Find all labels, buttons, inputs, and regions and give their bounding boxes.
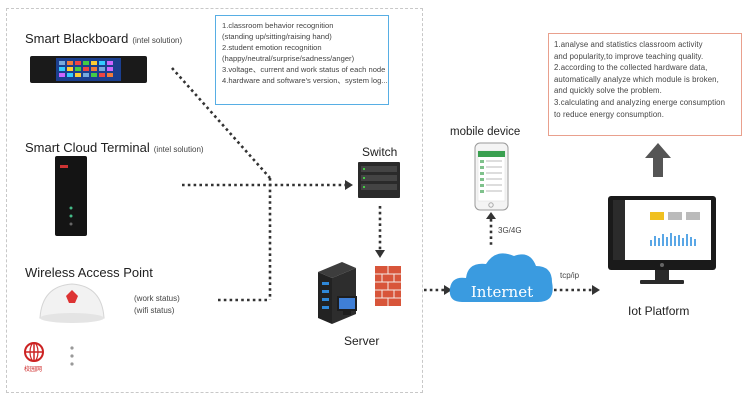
campus-network-text: 校园网 (24, 367, 43, 373)
info-red-line: and quickly solve the problem. (554, 86, 662, 96)
arrow-head-switch (345, 180, 353, 190)
info-blue-line: 2.student emotion recognition (222, 43, 322, 52)
smart-cloud-terminal-icon (55, 156, 87, 236)
recognition-info-box: 1.classroom behavior recognition (standi… (215, 15, 389, 105)
info-blue-line: (happy/neutral/surprise/sadness/anger) (222, 54, 355, 63)
info-red-line: 2.according to the collected hardware da… (554, 63, 708, 73)
connector-blackboard (171, 67, 271, 179)
mobile-link-label: 3G/4G (498, 226, 522, 235)
classroom-devices-frame (6, 8, 423, 393)
info-red-line: automatically analyze which module is br… (554, 74, 719, 84)
arrow-head-platform (592, 285, 600, 295)
info-red-line: 1.analyse and statistics classroom activ… (554, 40, 703, 49)
server-icon (318, 262, 357, 324)
server-label: Server (344, 334, 380, 348)
smart-blackboard-note: (intel solution) (132, 36, 183, 45)
smart-cloud-terminal-label: Smart Cloud Terminal(intel solution) (25, 140, 204, 155)
smart-cloud-terminal-note: (intel solution) (153, 145, 204, 154)
smart-cloud-terminal-title: Smart Cloud Terminal (25, 140, 150, 155)
wap-status-lines: (work status) (wifi status) (134, 293, 180, 317)
smart-blackboard-title: Smart Blackboard (25, 31, 129, 46)
info-blue-line: (standing up/sitting/raising hand) (222, 32, 332, 41)
more-devices-dots (70, 346, 74, 366)
internet-cloud-icon (449, 253, 553, 302)
switch-label: Switch (362, 145, 398, 159)
wireless-access-point-icon (39, 283, 105, 323)
wireless-access-point-label: Wireless Access Point (25, 265, 153, 280)
arrow-head-server (375, 250, 385, 258)
arrow-up-icon (645, 143, 671, 177)
info-blue-line: 1.classroom behavior recognition (222, 21, 334, 30)
mobile-device-label: mobile device (450, 126, 521, 138)
arrow-head-mobile (486, 212, 496, 219)
mobile-device-icon (474, 142, 509, 211)
wap-wifi-status: (wifi status) (134, 306, 175, 315)
info-red-line: to reduce energy consumption. (554, 109, 664, 119)
info-blue-line: 3.voltage、current and work status of eac… (222, 65, 386, 74)
iot-platform-label: Iot Platform (628, 304, 690, 318)
iot-platform-monitor-icon (608, 196, 716, 284)
info-red-line: and popularity,to improve teaching quali… (554, 51, 704, 61)
platform-analysis-info-box: 1.analyse and statistics classroom activ… (548, 33, 742, 136)
info-red-line: 3.calculating and analyzing energe consu… (554, 97, 726, 107)
smart-blackboard-label: Smart Blackboard(intel solution) (25, 31, 182, 46)
info-blue-line: 4.hardware and software's version、system… (222, 76, 388, 85)
campus-network-logo (24, 342, 44, 362)
arrow-head-internet (444, 285, 452, 295)
firewall-icon (375, 266, 401, 306)
platform-link-label: tcp/ip (560, 271, 580, 280)
smart-blackboard-icon (30, 56, 147, 83)
internet-label: Internet (470, 283, 534, 301)
switch-icon (358, 162, 400, 198)
wap-work-status: (work status) (134, 294, 180, 303)
